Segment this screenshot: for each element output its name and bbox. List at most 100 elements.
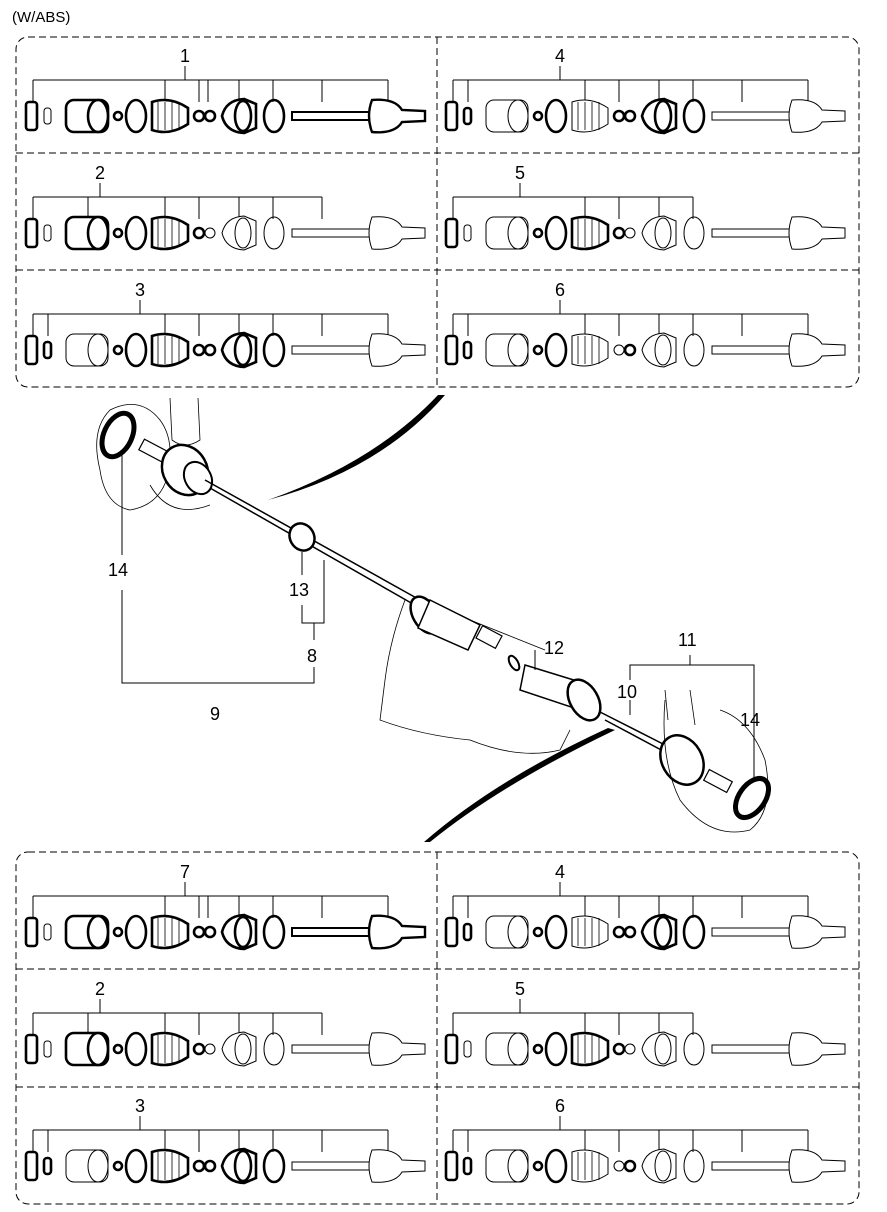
part-outer-joint [368,1149,426,1183]
part-band [124,1148,148,1184]
part-housing-face [86,215,110,251]
outer-cv-joint-left [138,438,214,497]
part-ring-small [612,226,626,240]
part-band [124,98,148,134]
kit-callout-2: 2 [95,979,105,999]
part-boot-inner [570,1031,610,1067]
part-boot-inner [571,1149,609,1183]
boot-lip [654,217,672,249]
knuckle-right [663,689,769,833]
part-ring-small [624,1043,636,1055]
boot-lip [653,99,673,133]
kit-callout-5: 5 [515,163,525,183]
part-ring-small [203,109,217,123]
part-housing-face [87,1149,109,1183]
boot-lip [653,915,673,949]
part-circlip [532,227,544,239]
part-cap [444,916,459,948]
part-ring-small [612,925,626,939]
part-shaft [711,927,793,937]
kit-panel-2: 2 [24,979,426,1067]
part-band [262,332,286,368]
part-housing-face [507,333,529,367]
part-circlip [532,1043,544,1055]
part-housing-face [507,1032,529,1066]
part-band [124,215,148,251]
leader-lines [121,455,755,782]
variant-label: (W/ABS) [12,9,70,26]
part-shaft [711,228,793,238]
part-ring-small [613,344,625,356]
part-circlip [532,926,544,938]
part-band [262,914,286,950]
callout-11: 11 [678,630,697,650]
part-ring-small [624,227,636,239]
kit-callout-3: 3 [135,1096,145,1116]
part-band [682,98,706,134]
part-cap [24,334,39,366]
kit-callout-5: 5 [515,979,525,999]
callout-13: 13 [289,580,309,600]
part-band [683,216,705,250]
part-ring-small [612,1042,626,1056]
part-ring-small [203,343,217,357]
part-boot-inner [150,98,190,134]
part-pin [43,107,52,125]
kit-panel-3: 3 [24,1096,426,1185]
boot-lip [654,1033,672,1065]
bottom-grid [15,851,860,1205]
part-band [544,1031,568,1067]
part-outer-joint [788,99,846,133]
part-band [683,333,705,367]
kit-panel-1: 1 [24,46,427,135]
part-pin [462,106,473,126]
part-ring-small [192,1042,206,1056]
part-shaft [711,111,793,121]
part-band [682,914,706,950]
callout-12: 12 [544,638,564,658]
part-shaft [291,345,373,355]
part-boot-inner [150,332,190,368]
part-boot-outer [221,1031,257,1067]
part-housing-face [87,333,109,367]
part-boot-inner [571,915,609,949]
part-shaft [711,345,793,355]
part-housing-face [86,914,110,950]
part-boot-outer [641,1148,677,1184]
part-band [683,1149,705,1183]
boot-lip [233,1149,253,1183]
part-pin [462,340,473,360]
part-cap [24,1150,39,1182]
part-shaft [291,927,373,937]
part-circlip [112,344,124,356]
part-pin [462,922,473,942]
boot-lip [234,217,252,249]
part-shaft [291,111,373,121]
part-band [262,1148,286,1184]
part-housing-face [507,216,529,250]
callout-14-left: 14 [108,560,128,580]
part-boot-inner [150,1148,190,1184]
part-ring-small [192,226,206,240]
part-ring-small [192,343,206,357]
part-shaft [711,1161,793,1171]
part-boot-inner [150,914,190,950]
callout-8: 8 [307,646,317,666]
part-pin [463,224,472,242]
kit-callout-4: 4 [555,862,565,882]
callout-10: 10 [617,682,637,702]
part-outer-joint [788,915,846,949]
part-pin [42,340,53,360]
part-housing-face [507,915,529,949]
boot-lip [654,1150,672,1182]
kit-callout-6: 6 [555,280,565,300]
part-band [263,216,285,250]
part-cap [444,1150,459,1182]
part-pin [43,224,52,242]
transmission-outline [379,599,571,754]
part-circlip [112,110,124,122]
part-band [544,98,568,134]
part-pin [462,1156,473,1176]
